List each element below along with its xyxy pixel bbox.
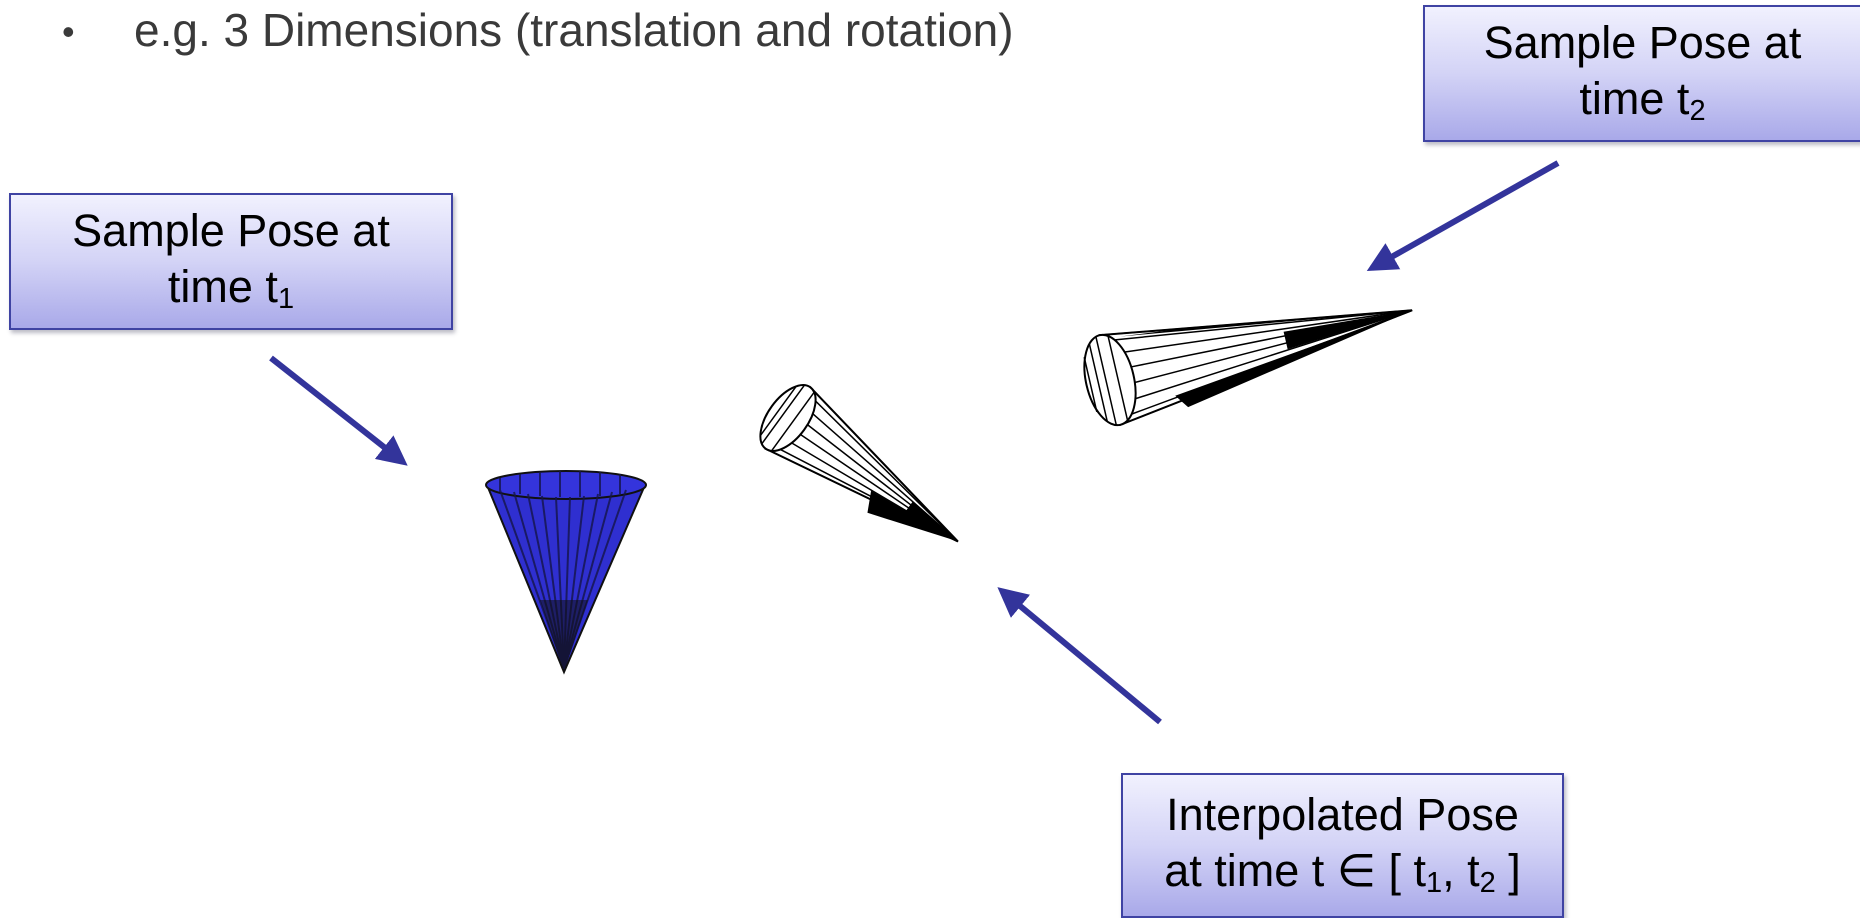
callout-t2-subscript: 2 (1689, 94, 1706, 127)
callout-interp-line2: at time t ∈ [ t1, t2 ] (1123, 843, 1562, 905)
callout-sample-pose-t1: Sample Pose at time t1 (9, 193, 453, 330)
callout-t1-time-label: time t (167, 260, 278, 312)
arrow-t2 (1366, 160, 1560, 271)
callout-t2-time-label: time t (1579, 72, 1690, 124)
callout-t1-line2: time t1 (11, 259, 451, 321)
callout-sample-pose-t2: Sample Pose at time t2 (1423, 5, 1860, 142)
wireframe-cone-icon-t2 (1083, 309, 1413, 427)
callout-interpolated-pose: Interpolated Pose at time t ∈ [ t1, t2 ] (1121, 773, 1564, 918)
arrow-interp (997, 587, 1162, 725)
callout-interp-bracket-close: ] (1495, 844, 1521, 896)
blue-cone-icon (485, 470, 647, 675)
bullet-symbol: • (62, 11, 75, 52)
callout-interp-line1: Interpolated Pose (1166, 788, 1519, 840)
callout-t2-line1: Sample Pose at (1483, 16, 1802, 68)
callout-t1-line1: Sample Pose at (72, 204, 390, 256)
arrow-t1 (269, 355, 408, 466)
bullet-item: • e.g. 3 Dimensions (translation and rot… (62, 0, 1014, 60)
wireframe-cone-icon (759, 384, 959, 543)
callout-interp-separator: , t (1442, 844, 1480, 896)
bullet-text: e.g. 3 Dimensions (translation and rotat… (134, 4, 1014, 56)
callout-interp-subscript-1: 1 (1425, 866, 1443, 899)
callout-interp-time-label: at time t ∈ [ t (1164, 844, 1426, 896)
callout-t2-line2: time t2 (1425, 71, 1860, 133)
callout-t1-subscript: 1 (277, 282, 295, 315)
callout-interp-subscript-2: 2 (1479, 866, 1496, 899)
